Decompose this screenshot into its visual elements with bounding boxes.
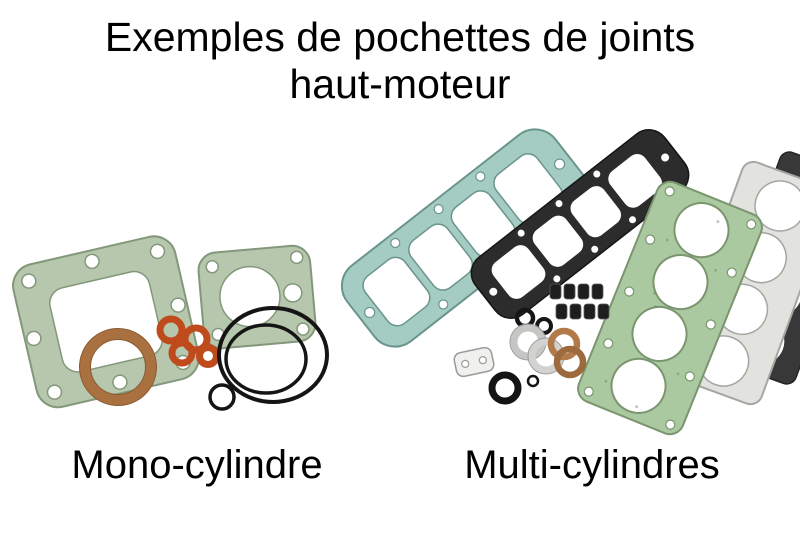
page-title: Exemples de pochettes de joints haut-mot… <box>0 14 800 107</box>
cylinder-head-gasket <box>197 244 317 350</box>
cylinder-bores <box>610 202 730 414</box>
bolt-holes <box>489 153 670 296</box>
mono-cylinder-caption: Mono-cylindre <box>71 443 323 487</box>
bolt-holes <box>21 243 191 400</box>
gasket-openings <box>362 153 563 327</box>
rocker-cover-gasket-black <box>470 129 690 319</box>
black-o-rings <box>208 306 329 411</box>
mono-cylinder-photo <box>12 235 329 411</box>
washers <box>509 323 587 379</box>
title-line-2: haut-moteur <box>289 60 511 107</box>
cylinder-base-gasket <box>12 235 200 409</box>
small-flat-gasket <box>453 346 495 378</box>
title-line-1: Exemples de pochettes de joints <box>104 14 696 60</box>
head-gasket-green <box>577 180 763 436</box>
bolt-holes <box>583 186 757 430</box>
gasket-openings <box>491 154 663 299</box>
multi-cylinder-figure <box>340 118 800 440</box>
copper-exhaust-ring <box>79 328 157 406</box>
valve-stem-seals <box>549 283 610 320</box>
orange-seal-rings <box>156 315 220 368</box>
rocker-cover-gasket-teal <box>340 128 590 348</box>
bottom-o-rings <box>488 371 540 405</box>
bolt-holes <box>205 250 310 342</box>
multi-cylinder-caption: Multi-cylindres <box>464 443 720 487</box>
gasket-speckles <box>604 220 720 409</box>
multi-cylinder-photo <box>340 128 800 436</box>
mono-cylinder-figure <box>5 227 350 442</box>
